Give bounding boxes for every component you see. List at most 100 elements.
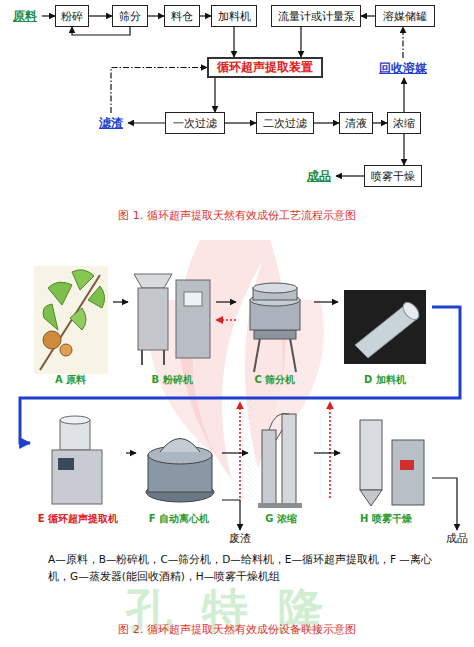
process-box: 料仓 <box>164 5 200 27</box>
ginkgo-leaf <box>70 308 86 330</box>
flow-arrow <box>214 78 215 112</box>
node-text: 浓缩 <box>393 116 415 131</box>
machine-body <box>52 450 102 504</box>
dryer-heater <box>400 460 414 470</box>
node-text: D 加料机 <box>364 373 406 387</box>
node-text: 成品 <box>446 531 468 546</box>
terminal-text: 回收溶媒 <box>372 58 434 78</box>
flow-arrow <box>336 175 364 176</box>
flow-arrow <box>200 15 211 16</box>
flow-arrow <box>113 301 128 302</box>
node-text: H 喷雾干燥 <box>360 512 412 526</box>
picture-background <box>344 290 426 364</box>
control-panel <box>58 458 74 470</box>
flow-arrow <box>314 122 339 123</box>
return-line <box>239 402 241 498</box>
terminal-text: 原料 <box>8 6 42 26</box>
terminal-text: 成品 <box>440 530 474 546</box>
node-text: 一次过滤 <box>173 116 217 131</box>
equipment-item: A 原料 <box>28 262 113 387</box>
flow-arrow <box>373 122 387 123</box>
flow-arrow <box>225 122 256 123</box>
node-text: B 粉碎机 <box>151 373 192 387</box>
evaporator-pipe <box>269 413 289 440</box>
flow-arrow <box>222 452 248 453</box>
legend-note: A—原料，B—粉碎机，C—筛分机，D—给料机，E—循环超声提取机，F —离心机，… <box>48 551 440 585</box>
flow-arrow <box>148 15 164 16</box>
process-box: 粉碎 <box>55 5 89 27</box>
machine-legs <box>142 350 164 365</box>
flow-arrow <box>432 478 457 530</box>
flow-arrow <box>20 307 460 443</box>
picture-background <box>34 266 108 374</box>
equipment-item: D 加料机 <box>338 262 432 387</box>
branch <box>40 275 100 370</box>
node-text: 循环超声提取装置 <box>217 59 313 76</box>
equipment-item: C 筛分机 <box>236 262 314 387</box>
feeder-end <box>400 299 422 322</box>
dryer-unit <box>392 440 424 505</box>
ginkgo-leaf <box>88 286 105 308</box>
node-text: 清液 <box>345 116 367 131</box>
sieve-legs <box>254 338 296 372</box>
node-text: 二次过滤 <box>263 116 307 131</box>
terminal-text: 成品 <box>302 166 336 186</box>
ginkgo-leaf <box>43 304 58 330</box>
flow-arrow <box>233 27 234 57</box>
process-box: 喷雾干燥 <box>364 165 422 187</box>
flow-arrow <box>216 319 236 321</box>
flow-arrow <box>403 134 404 165</box>
process-box: 循环超声提取装置 <box>207 57 323 78</box>
process-box: 浓缩 <box>387 112 421 134</box>
machine-body <box>176 280 210 358</box>
node-text: 废渣 <box>229 531 251 546</box>
machine-window <box>184 292 202 306</box>
ginkgo-leaf <box>72 270 94 290</box>
tank <box>60 416 90 424</box>
dryer-tower <box>360 420 382 490</box>
flow-arrow <box>300 27 301 57</box>
node-text: 流量计或计量泵 <box>278 9 355 24</box>
node-text: 料仓 <box>171 9 193 24</box>
equipment-item: B 粉碎机 <box>128 262 216 387</box>
node-text: 滤渣 <box>99 115 123 132</box>
flow-arrow <box>216 301 236 302</box>
figure-caption: 图 1. 循环超声提取天然有效成份工艺流程示意图 <box>0 208 474 223</box>
node-text: A 原料 <box>55 373 86 387</box>
evaporator-column <box>282 414 296 505</box>
node-text: 回收溶媒 <box>379 60 427 77</box>
node-text: 粉碎 <box>61 9 83 24</box>
centrifuge-dome <box>160 439 200 453</box>
ginkgo-fruit <box>60 344 72 356</box>
process-box: 加料机 <box>211 5 257 27</box>
sieve-base <box>254 330 296 339</box>
flow-arrow <box>42 15 55 16</box>
node-text: 成品 <box>307 168 331 185</box>
evaporator-base <box>258 503 302 508</box>
process-box: 二次过滤 <box>256 112 314 134</box>
flow-arrow <box>314 452 340 453</box>
flow-arrow <box>128 122 165 123</box>
flow-arrow <box>72 27 130 35</box>
flow-arrow <box>403 78 404 112</box>
figure-caption: 图 2. 循环超声提取天然有效成份设备联接示意图 <box>0 622 474 637</box>
terminal-text: 废渣 <box>222 530 258 546</box>
process-box: 筛分 <box>112 5 148 27</box>
flow-arrow <box>361 15 375 16</box>
node-text: 加料机 <box>218 9 251 24</box>
process-box: 清液 <box>339 112 373 134</box>
flow-arrow <box>402 27 403 58</box>
equipment-item: E 循环超声提取机 <box>30 408 126 526</box>
process-box: 溶媒储罐 <box>375 5 435 27</box>
node-text: 溶媒储罐 <box>383 9 427 24</box>
node-text: G 浓缩 <box>265 512 297 526</box>
sieve-lid <box>253 283 297 293</box>
node-text: E 循环超声提取机 <box>38 512 118 526</box>
equipment-item: H 喷雾干燥 <box>340 408 432 526</box>
return-line <box>329 402 331 498</box>
node-text: C 筛分机 <box>255 373 296 387</box>
